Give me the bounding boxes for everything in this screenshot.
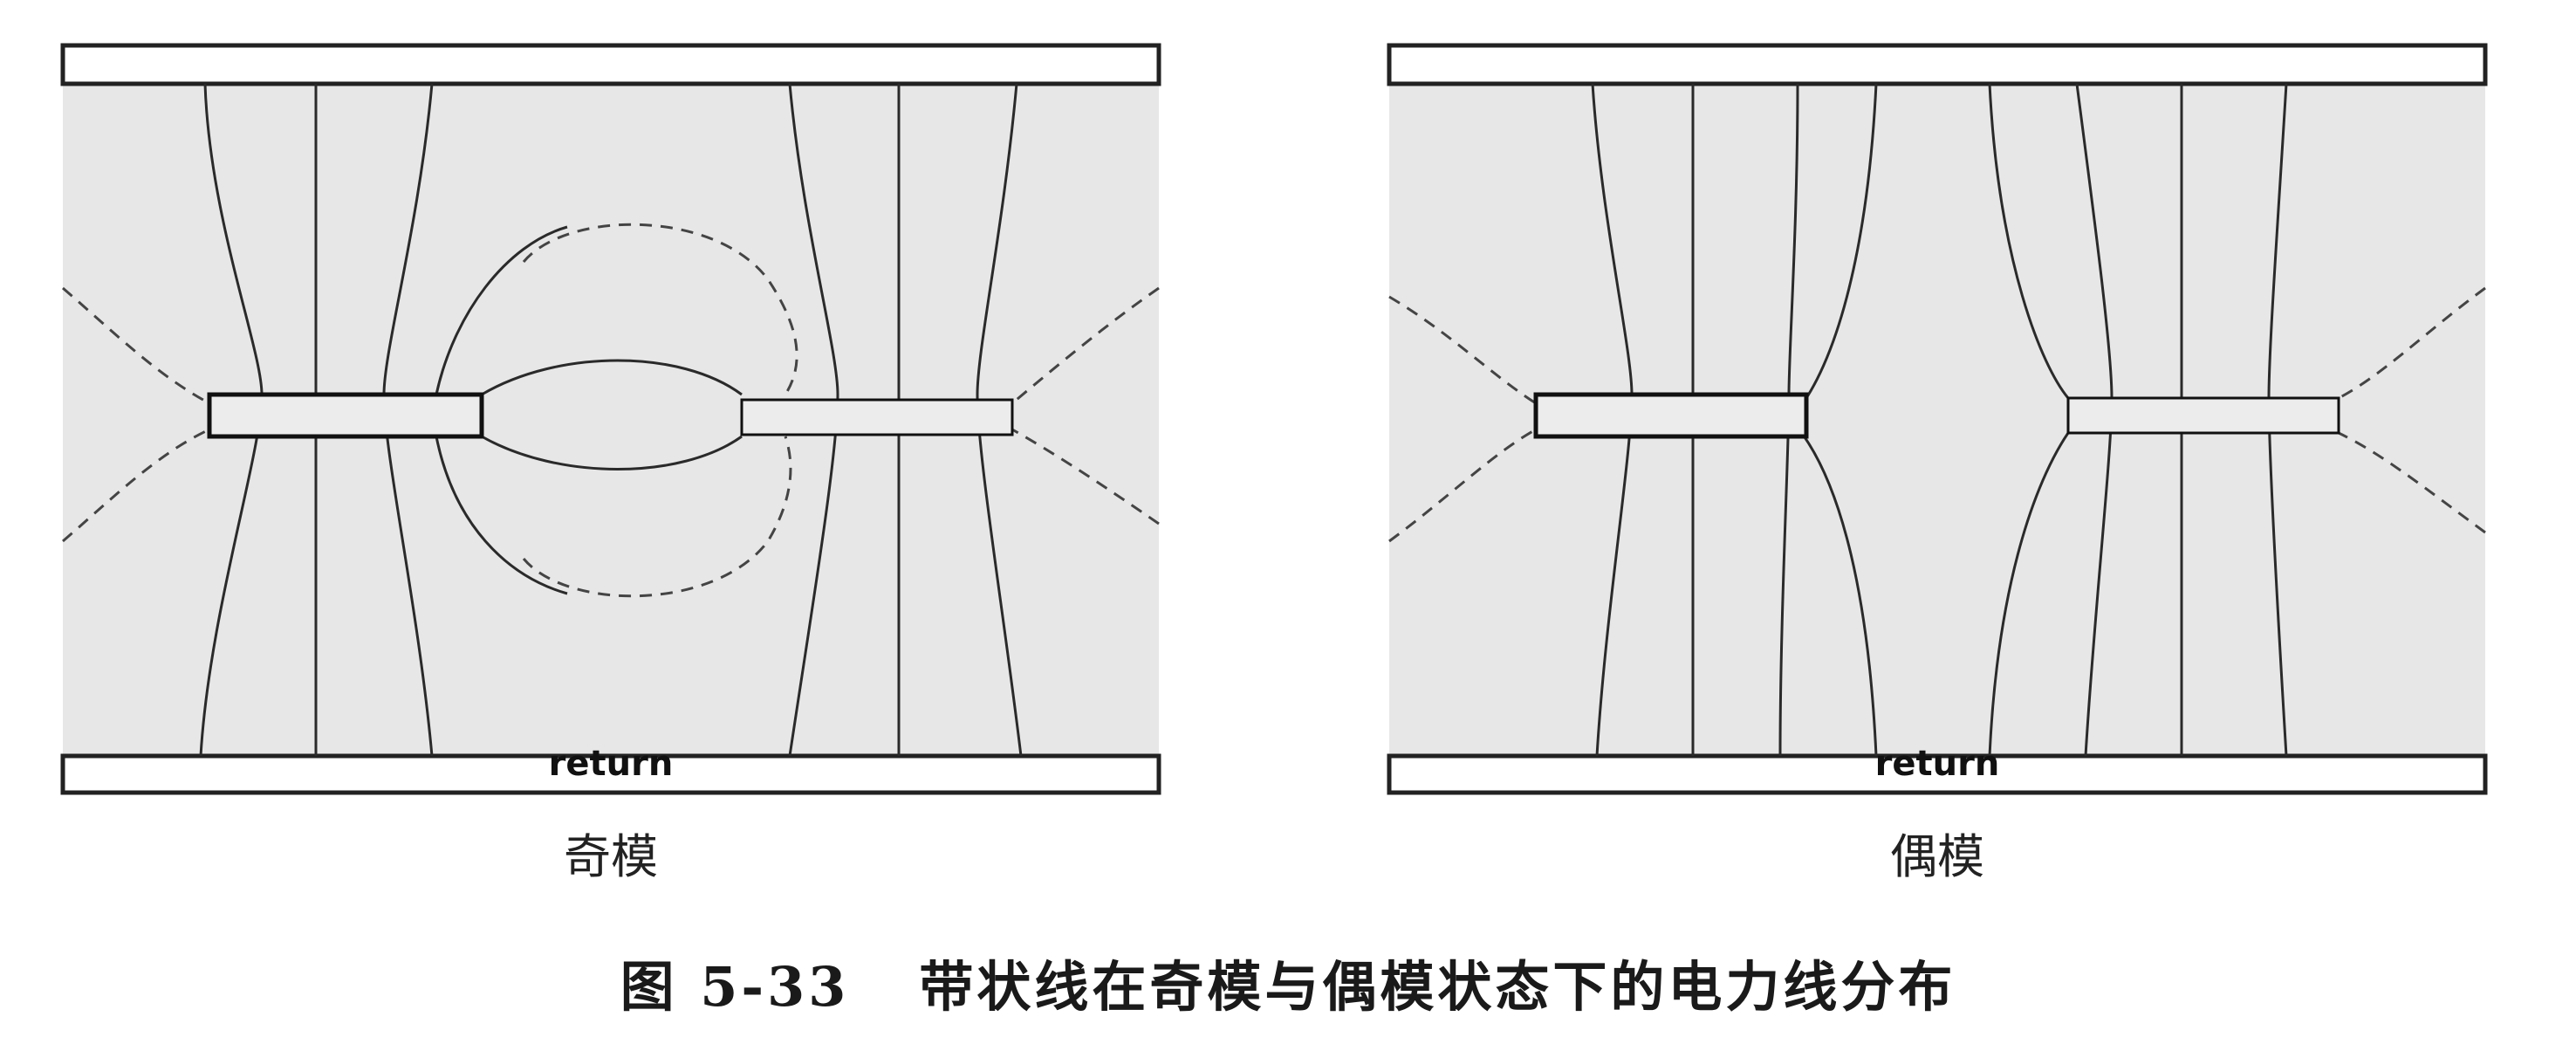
even-bottom-ground-plane	[1387, 753, 2488, 795]
even-edge-fringe-lines	[1388, 286, 2486, 543]
odd-top-ground-plane	[60, 43, 1161, 86]
even-center-field-lines	[1796, 83, 2070, 757]
even-mode-label: 偶模	[1890, 829, 1984, 884]
even-top-ground-plane	[1387, 43, 2488, 86]
odd-ground-label: return	[549, 744, 674, 784]
figure-number: 图 5-33	[620, 955, 850, 1019]
odd-mode-label: 奇模	[564, 829, 658, 884]
even-left-strip-conductor	[1533, 392, 1809, 439]
even-mode-panel: return 偶模	[1387, 43, 2488, 884]
figure-caption: 图 5-33 带状线在奇模与偶模状态下的电力线分布	[0, 943, 2576, 1021]
odd-right-strip-conductor	[740, 398, 1014, 436]
even-ground-label: return	[1875, 744, 2000, 784]
odd-mode-panel: return 奇模	[60, 43, 1161, 884]
odd-coupling-field-lines	[435, 223, 798, 598]
odd-bottom-ground-plane	[60, 753, 1161, 795]
even-right-strip-conductor	[2066, 396, 2340, 435]
odd-left-strip-conductor	[207, 392, 484, 439]
figure-caption-text: 带状线在奇模与偶模状态下的电力线分布	[919, 955, 1956, 1019]
odd-edge-fringe-lines	[62, 286, 1160, 543]
